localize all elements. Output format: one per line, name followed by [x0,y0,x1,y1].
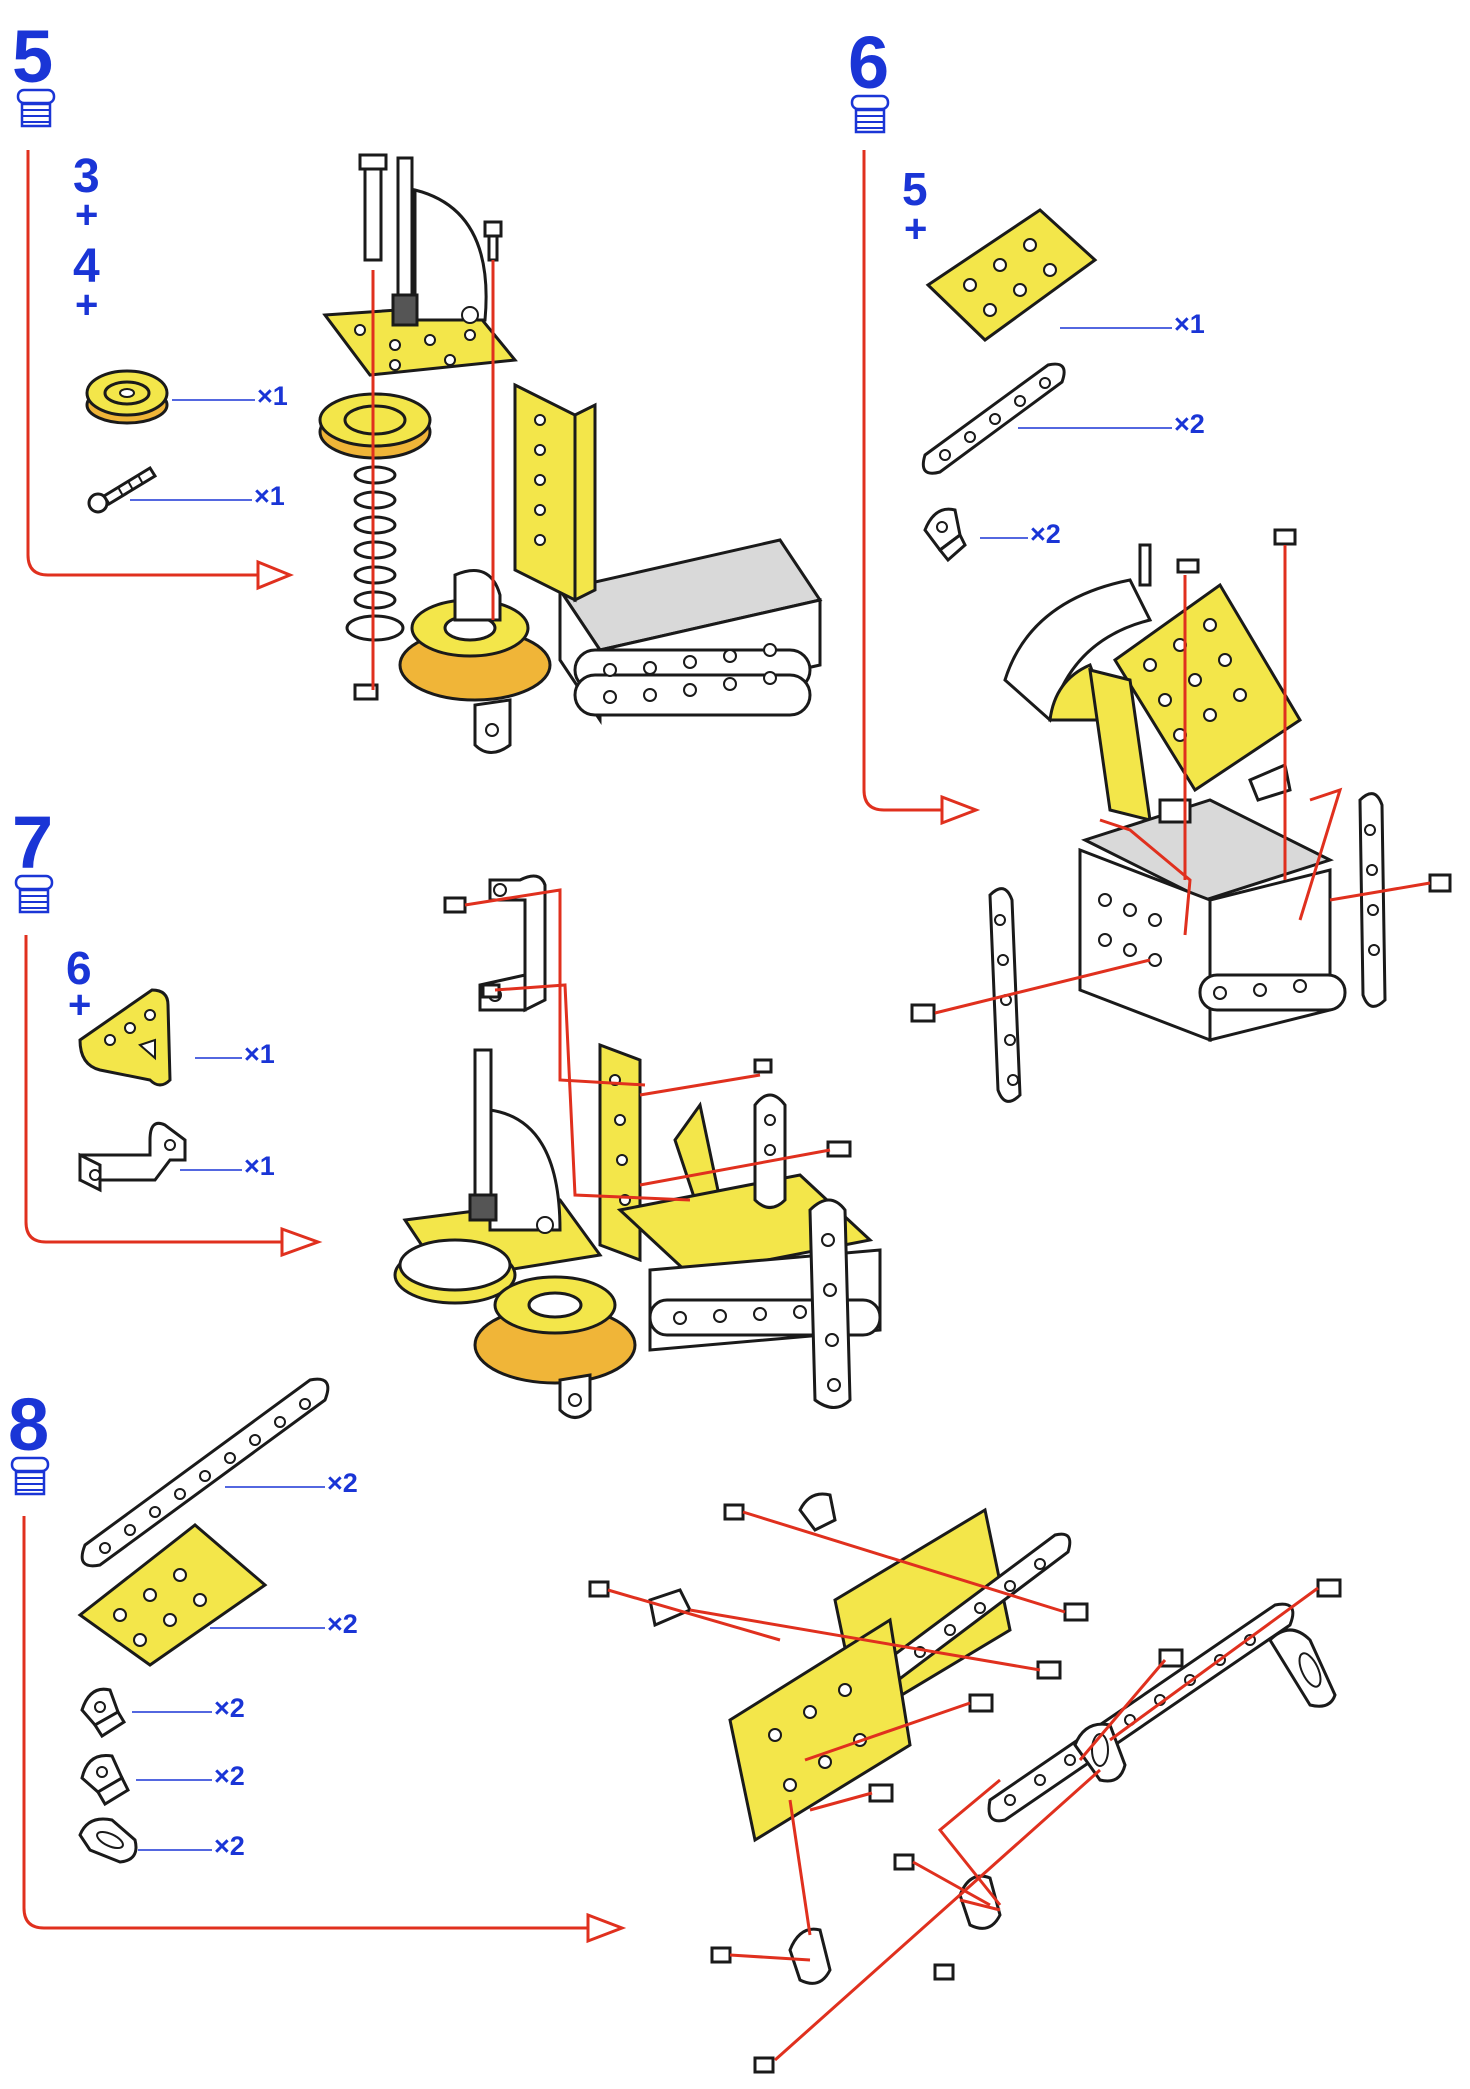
step-7-assembly-illustration [393,874,882,1419]
step-5-prereq-b: 4 [73,240,100,293]
step-8-qty-3: ×2 [214,1693,245,1723]
step-7-qty-2: ×1 [244,1151,275,1181]
step-7-qty-1: ×1 [244,1039,275,1069]
slotted-bracket-icon [78,1817,138,1864]
step-8-number: 8 [8,1383,49,1466]
angle-bracket-icon [923,507,967,563]
step-7-connector-icon [14,874,54,914]
flat-plate-icon [925,208,1098,342]
step-7-number: 7 [12,801,53,884]
step-6-qty-3: ×2 [1030,519,1061,549]
pulley-wheel-icon [85,369,169,425]
step-5-qty-2: ×1 [254,481,285,511]
step-5-connector-icon [16,88,56,128]
step-6-flow-line [862,150,942,812]
step-7-flow-line [24,935,282,1244]
double-bracket-icon [78,1121,187,1193]
step-8-qty-2: ×2 [327,1609,358,1639]
step-6-qty-2: ×2 [1174,409,1205,439]
step-8-qty-4: ×2 [214,1761,245,1791]
short-strip-icon [921,362,1066,475]
step-6-qty-1: ×1 [1174,309,1205,339]
step-8-flow-arrow-icon [586,1912,627,1944]
step-5-flow-arrow-icon [256,559,294,591]
step-6-prereq: 5 [902,163,928,215]
step-6-connector-icon [850,94,890,134]
step-5-prereq-a: 3 [73,150,100,203]
angle-bracket-icon [80,1687,127,1739]
triangle-plate-icon [78,988,172,1087]
step-8-assembly-illustration [588,1492,1342,2074]
step-5-plus-a: + [75,193,98,237]
step-8-connector-icon [10,1456,50,1496]
step-5: 5 3 + 4 + ×1 ×1 [12,15,823,754]
step-7: 7 6 + ×1 ×1 [12,801,882,1419]
step-5-assembly-illustration [318,153,823,754]
step-7-prereq: 6 [66,942,92,994]
step-5-flow-line [26,150,258,577]
angle-bracket-icon [80,1753,130,1807]
step-6-plus: + [904,207,927,251]
step-5-number: 5 [12,15,53,98]
step-8-flow-line [22,1516,588,1930]
step-6: 6 5 + ×1 ×2 ×2 [848,21,1452,1103]
step-7-flow-arrow-icon [280,1226,323,1258]
step-6-flow-arrow-icon [940,794,981,826]
step-7-plus: + [68,983,91,1027]
step-5-plus-b: + [75,283,98,327]
long-bolt-icon [87,465,158,514]
step-8: 8 ×2 ×2 ×2 ×2 ×2 [8,1377,1342,2074]
step-5-qty-1: ×1 [257,381,288,411]
step-6-assembly-illustration [910,528,1452,1103]
step-6-number: 6 [848,21,889,104]
flat-plate-icon [77,1523,268,1667]
step-8-qty-5: ×2 [214,1831,245,1861]
long-strip-icon [80,1377,330,1568]
step-8-qty-1: ×2 [327,1468,358,1498]
